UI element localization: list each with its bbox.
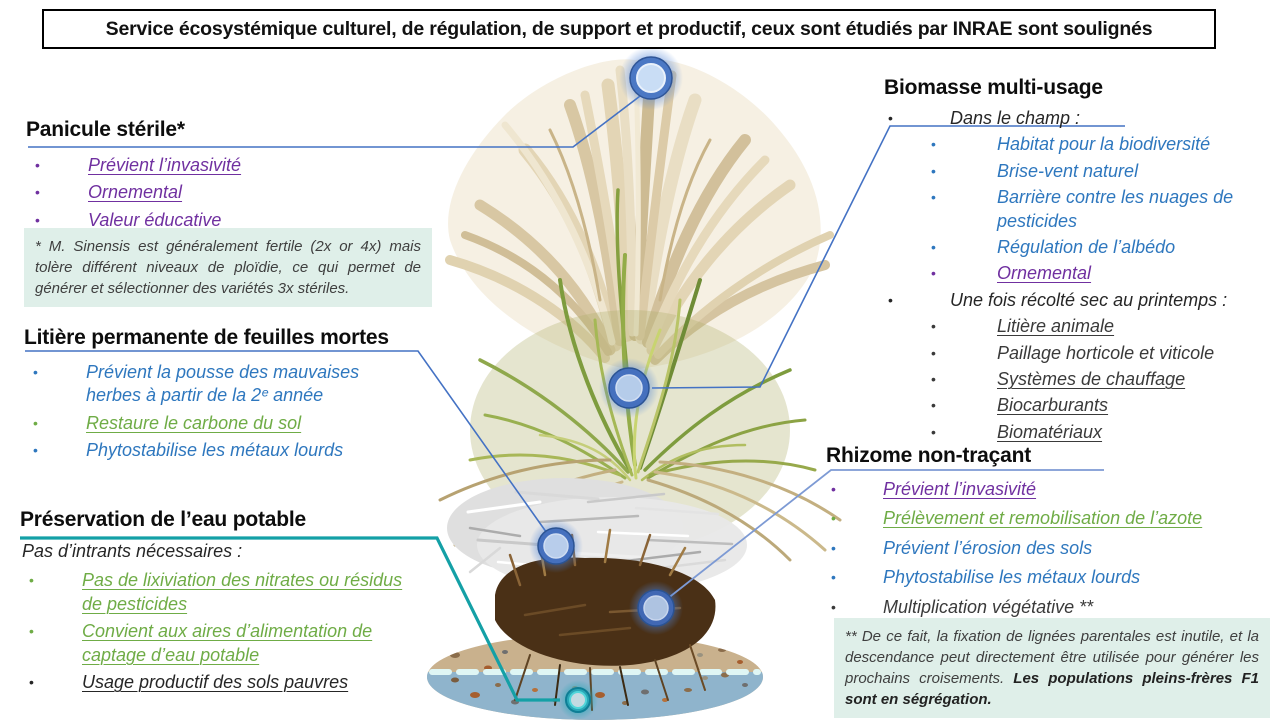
title-support: de support xyxy=(531,17,631,40)
title-sep1: , xyxy=(391,17,402,40)
bullet-icon: • xyxy=(888,110,893,126)
title-culturel: culturel xyxy=(322,17,392,40)
list-item: •Régulation de l’albédo xyxy=(931,236,1176,257)
section-heading: Panicule stérile* xyxy=(26,118,185,141)
soil-cross-section xyxy=(427,634,763,720)
marker-water xyxy=(558,680,598,720)
section-heading: Préservation de l’eau potable xyxy=(20,508,306,531)
bullet-icon: • xyxy=(931,238,936,255)
bullet-icon: • xyxy=(831,510,836,527)
bullet-icon: • xyxy=(831,598,836,615)
bullet-icon: • xyxy=(831,481,836,497)
soil-pebbles xyxy=(450,638,748,705)
bullet-icon: • xyxy=(931,318,936,335)
title-part1: Service écosystémique xyxy=(105,17,323,40)
bullet-icon: • xyxy=(29,572,34,589)
title-regulation: de régulation xyxy=(401,17,522,40)
title-banner: Service écosystémique culturel, de régul… xyxy=(42,9,1216,49)
section-heading: Litière permanente de feuilles mortes xyxy=(24,326,389,349)
bullet-icon: • xyxy=(33,442,38,459)
bullet-icon: • xyxy=(931,370,936,387)
list-item: •Phytostabilise les métaux lourds xyxy=(24,439,404,462)
list-item: •Prévient l’invasivité xyxy=(26,154,446,177)
list-item: •Usage productif des sols pauvres xyxy=(20,671,420,694)
list-item: •Habitat pour la biodiversité xyxy=(931,134,1211,155)
bullet-icon: • xyxy=(35,157,40,173)
bullet-icon: • xyxy=(33,364,38,380)
bullet-icon: • xyxy=(35,211,40,228)
list-item: •Prévient l’invasivité xyxy=(826,478,1276,501)
list-item: •Valeur éducative xyxy=(26,209,446,232)
list-item: •Paillage horticole et viticole xyxy=(931,342,1215,363)
section-preservation-eau: Préservation de l’eau potable Pas d’intr… xyxy=(20,508,420,698)
list-item: •Prélèvement et remobilisation de l’azot… xyxy=(826,507,1276,530)
marker-panicle xyxy=(619,46,683,110)
section-heading: Rhizome non-traçant xyxy=(826,444,1032,467)
bullet-icon: • xyxy=(33,414,38,431)
list-item: •Dans le champ : xyxy=(858,107,1278,130)
marker-rhizome xyxy=(629,581,683,635)
list-item: •Phytostabilise les métaux lourds xyxy=(826,566,1276,589)
list-item: •Multiplication végétative ** xyxy=(826,596,1276,619)
footnote-text: * M. Sinensis est généralement fertile (… xyxy=(35,238,421,297)
bullet-icon: • xyxy=(931,265,936,282)
footnote-sterility: * M. Sinensis est généralement fertile (… xyxy=(24,228,432,307)
grass-tuft xyxy=(438,188,842,562)
list-item: •Ornemental xyxy=(26,181,446,204)
bullet-icon: • xyxy=(35,184,40,201)
bullet-icon: • xyxy=(931,423,936,440)
marker-stems xyxy=(599,358,659,418)
bullet-icon: • xyxy=(29,623,34,640)
footnote-bold-text: Les populations pleins-frères F1 sont en… xyxy=(845,670,1260,708)
footnote-text: ** De ce fait, la fixation de lignées pa… xyxy=(845,628,1259,687)
title-sep2: , xyxy=(521,17,532,40)
panicle-plumes xyxy=(445,58,834,371)
bullet-icon: • xyxy=(931,397,936,414)
bullet-icon: • xyxy=(29,673,34,690)
list-item: •Restaure le carbone du sol xyxy=(24,412,404,435)
footnote-f1-populations: ** De ce fait, la fixation de lignées pa… xyxy=(834,618,1270,718)
list-item: •Convient aux aires d’alimentation de ca… xyxy=(20,620,420,667)
list-item: •Biomatériaux xyxy=(931,421,1103,442)
section-heading: Biomasse multi-usage xyxy=(884,76,1103,99)
title-part2: et productif, ceux sont étudiés par INRA… xyxy=(630,17,1153,40)
list-item: •Ornemental xyxy=(931,263,1092,284)
marker-litter xyxy=(529,519,583,573)
bullet-icon: • xyxy=(888,291,893,308)
list-item: •Prévient l’érosion des sols xyxy=(826,537,1276,560)
section-rhizome: Rhizome non-traçant •Prévient l’invasivi… xyxy=(826,444,1276,625)
section-intro: Pas d’intrants nécessaires : xyxy=(22,541,243,561)
list-item: •Brise-vent naturel xyxy=(931,160,1139,181)
rhizome-root-ball xyxy=(495,528,716,711)
section-biomasse: Biomasse multi-usage •Dans le champ : •H… xyxy=(858,76,1278,447)
bullet-icon: • xyxy=(931,136,936,153)
bullet-icon: • xyxy=(931,162,936,179)
list-item: •Une fois récolté sec au printemps : xyxy=(858,289,1278,312)
bullet-icon: • xyxy=(931,344,936,361)
section-panicule-sterile: Panicule stérile* •Prévient l’invasivité… xyxy=(26,118,446,236)
section-litiere: Litière permanente de feuilles mortes •P… xyxy=(24,326,404,467)
list-item: •Biocarburants xyxy=(931,395,1109,416)
list-item: •Systèmes de chauffage xyxy=(931,368,1186,389)
bullet-icon: • xyxy=(931,189,936,206)
list-item: •Pas de lixiviation des nitrates ou rési… xyxy=(20,569,420,616)
bullet-icon: • xyxy=(831,569,836,586)
list-item: •Prévient la pousse des mauvaises herbes… xyxy=(24,361,404,408)
list-item: •Litière animale xyxy=(931,316,1115,337)
list-item: •Barrière contre les nuages de pesticide… xyxy=(931,187,1234,231)
leaf-litter-layer xyxy=(447,478,747,593)
bullet-icon: • xyxy=(831,539,836,556)
